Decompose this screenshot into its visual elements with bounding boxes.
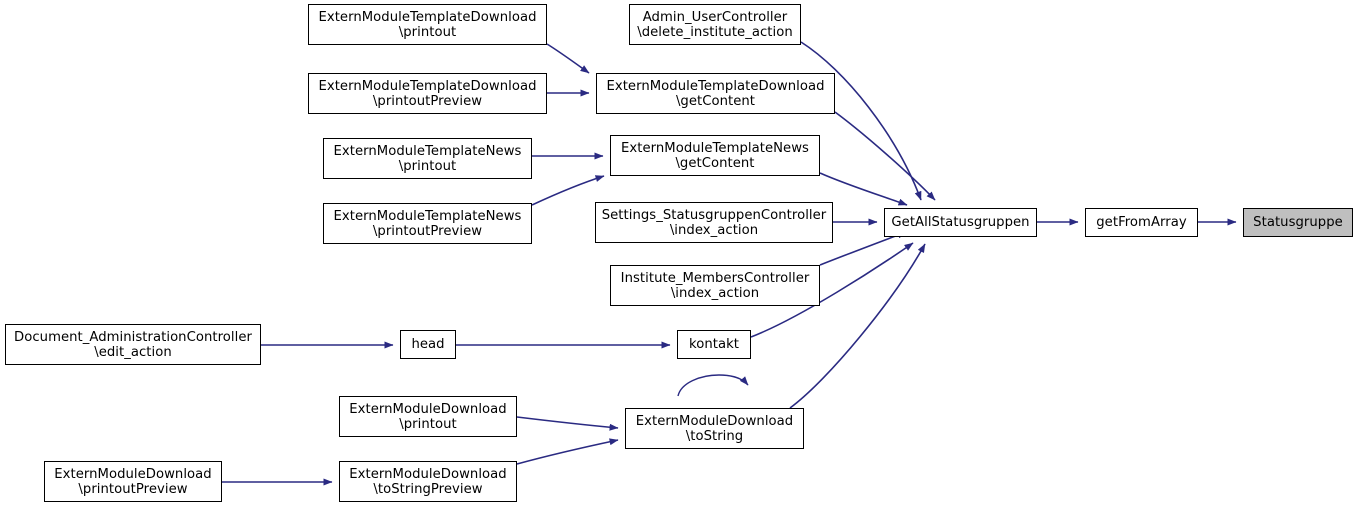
graph-node-emtn_printout[interactable]: ExternModuleTemplateNews \printout bbox=[323, 138, 532, 179]
graph-node-emd_tostring[interactable]: ExternModuleDownload \toString bbox=[625, 408, 804, 449]
graph-node-document_admin_edit[interactable]: Document_AdministrationController \edit_… bbox=[5, 324, 261, 365]
graph-node-emtn_printoutpreview[interactable]: ExternModuleTemplateNews \printoutPrevie… bbox=[323, 203, 532, 244]
graph-node-label: ExternModuleDownload \toString bbox=[635, 413, 794, 444]
graph-node-getallstatusgruppen[interactable]: GetAllStatusgruppen bbox=[884, 208, 1037, 237]
graph-node-label: getFromArray bbox=[1096, 215, 1187, 230]
graph-node-label: ExternModuleDownload \toStringPreview bbox=[349, 466, 507, 497]
graph-node-label: ExternModuleTemplateNews \printoutPrevie… bbox=[333, 208, 522, 239]
graph-node-institute_members_index[interactable]: Institute_MembersController \index_actio… bbox=[610, 265, 820, 306]
graph-node-emtn_getcontent[interactable]: ExternModuleTemplateNews \getContent bbox=[610, 135, 820, 176]
graph-node-head[interactable]: head bbox=[400, 330, 456, 359]
graph-node-label: Document_AdministrationController \edit_… bbox=[14, 329, 252, 360]
graph-edge bbox=[677, 374, 749, 397]
graph-node-label: Institute_MembersController \index_actio… bbox=[620, 270, 810, 301]
graph-node-statusgruppe[interactable]: Statusgruppe bbox=[1243, 208, 1353, 237]
graph-node-emd_printout[interactable]: ExternModuleDownload \printout bbox=[339, 396, 517, 437]
graph-node-label: ExternModuleTemplateDownload \printoutPr… bbox=[318, 78, 537, 109]
graph-node-emtd_printout[interactable]: ExternModuleTemplateDownload \printout bbox=[308, 4, 547, 45]
graph-node-label: kontakt bbox=[688, 337, 739, 352]
graph-edge bbox=[531, 175, 605, 206]
graph-node-label: Statusgruppe bbox=[1253, 215, 1343, 230]
graph-node-label: Admin_UserController \delete_institute_a… bbox=[637, 9, 793, 40]
graph-node-emtd_getcontent[interactable]: ExternModuleTemplateDownload \getContent bbox=[596, 73, 835, 114]
graph-node-label: head bbox=[411, 337, 445, 352]
graph-node-label: ExternModuleTemplateDownload \getContent bbox=[606, 78, 825, 109]
graph-node-label: ExternModuleDownload \printoutPreview bbox=[54, 466, 212, 497]
graph-node-label: ExternModuleTemplateNews \getContent bbox=[621, 140, 809, 171]
graph-node-label: ExternModuleTemplateDownload \printout bbox=[318, 9, 537, 40]
graph-node-label: GetAllStatusgruppen bbox=[891, 215, 1030, 230]
graph-node-label: ExternModuleTemplateNews \printout bbox=[333, 143, 522, 174]
graph-node-emtd_printoutpreview[interactable]: ExternModuleTemplateDownload \printoutPr… bbox=[308, 73, 547, 114]
graph-edge bbox=[800, 41, 922, 201]
graph-node-kontakt[interactable]: kontakt bbox=[677, 330, 751, 359]
graph-edge bbox=[516, 438, 619, 465]
graph-node-settings_statusgruppen_index[interactable]: Settings_StatusgruppenController \index_… bbox=[595, 202, 833, 243]
graph-node-admin_user_delete[interactable]: Admin_UserController \delete_institute_a… bbox=[629, 4, 801, 45]
graph-edge bbox=[546, 43, 590, 74]
graph-node-emd_tostringpreview[interactable]: ExternModuleDownload \toStringPreview bbox=[339, 461, 517, 502]
graph-edge bbox=[819, 172, 908, 206]
graph-node-emd_printoutpreview[interactable]: ExternModuleDownload \printoutPreview bbox=[44, 461, 222, 502]
graph-edge bbox=[516, 416, 619, 431]
graph-node-label: Settings_StatusgruppenController \index_… bbox=[601, 207, 827, 238]
graph-node-getfromarray[interactable]: getFromArray bbox=[1085, 208, 1198, 237]
graph-node-label: ExternModuleDownload \printout bbox=[349, 401, 507, 432]
graph-edge bbox=[834, 111, 936, 201]
